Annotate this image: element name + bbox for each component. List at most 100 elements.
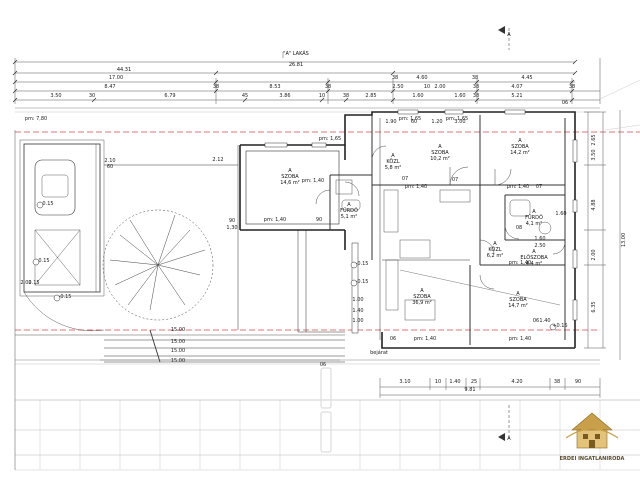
annotation-text: 1,30 [226, 225, 237, 231]
right-dimension-lines [584, 79, 640, 360]
dimension-value: 9.81 [464, 387, 475, 393]
annotation-text: pm: 1,40 [507, 184, 529, 190]
dimension-value: 10 [424, 84, 430, 90]
dimension-value: 3.50 [591, 149, 597, 160]
terrace-lines [104, 145, 345, 363]
room-name: SZOBA [509, 297, 527, 303]
dimension-value: 25 [471, 379, 477, 385]
dimension-value: 1.90 [385, 119, 396, 125]
dimension-value: 1.60 [412, 93, 423, 99]
annotation-text: 06 [320, 362, 326, 368]
annotation-text: 06 [390, 336, 396, 342]
dimension-value: 15.00 [171, 327, 185, 333]
annotation-text: 2.00 [20, 280, 31, 286]
marker-top: A [507, 32, 511, 38]
annotation-text: 1.60 [555, 211, 566, 217]
room-name: FÜRDŐ [340, 207, 358, 214]
dimension-value: 1.40 [449, 379, 460, 385]
room-name: ELŐSZOBA [520, 254, 548, 261]
dimension-value: 2.50 [392, 84, 403, 90]
dimension-value: 30 [89, 93, 95, 99]
room-label: A [532, 209, 536, 215]
tree-symbol [102, 209, 214, 321]
annotation-text: 1.00 [352, 297, 363, 303]
annotation-text: 08 [516, 225, 522, 231]
dimension-value: 38 [392, 75, 398, 81]
dimension-value: 3.86 [279, 93, 290, 99]
dimension-value: 38 [325, 84, 331, 90]
dimension-value: 1.20 [431, 119, 442, 125]
room-name: KÖZL [488, 246, 501, 253]
annotation-text: 1.60 [534, 236, 545, 242]
dimension-value: 3.50 [50, 93, 61, 99]
dimension-value: 1.60 [454, 93, 465, 99]
faded-street-marks [320, 367, 332, 453]
dimension-value: 6.35 [591, 301, 597, 312]
property-boundary [14, 107, 640, 471]
room-label: A [391, 153, 395, 159]
dimension-value: 6.79 [164, 93, 175, 99]
annotation-text: pm: 1,65 [446, 116, 468, 122]
annotation-text: 07 [452, 177, 458, 183]
dimension-value: 2.65 [591, 134, 597, 145]
annotation-text: 1.40 [539, 318, 550, 324]
annotation-text: pm: 1,40 [509, 336, 531, 342]
dimension-value: 60 [411, 119, 417, 125]
room-label: A [518, 138, 522, 144]
house-logo-icon [565, 412, 619, 449]
annotation-text: 60 [107, 164, 113, 170]
annotation-text: -0.15 [59, 294, 72, 300]
dimension-value: 90 [575, 379, 581, 385]
annotation-text: pm: 1,65 [319, 136, 341, 142]
room-label: A [438, 144, 442, 150]
dimension-value: 06 [562, 100, 568, 106]
annotation-text: 90 [316, 217, 322, 223]
dimension-value: 8.53 [269, 84, 280, 90]
annotation-text: 0.15 [38, 258, 49, 264]
room-label: A [516, 291, 520, 297]
marker-bottom: A [507, 436, 511, 442]
annotation-text: 2.15 [28, 280, 39, 286]
annotation-text: 2.50 [534, 243, 545, 249]
window-marks [264, 109, 578, 334]
dimension-value: 5.21 [511, 93, 522, 99]
dimension-value: 38 [473, 93, 479, 99]
annotation-text: 07 [536, 184, 542, 190]
dimension-value: 10 [435, 379, 441, 385]
room-name: SZOBA [281, 174, 299, 180]
annotation-text: pm: 1,65 [399, 116, 421, 122]
street-verticals [39, 400, 601, 470]
room-area: 14,6 m² [280, 180, 300, 186]
room-area: 4,1 m² [526, 221, 542, 227]
grid-marks [100, 269, 561, 361]
annotation-text: pm: 7,80 [25, 116, 47, 122]
room-label: A [493, 241, 497, 247]
header-overall: 44.31 [117, 67, 131, 73]
dimension-value: 2.85 [365, 93, 376, 99]
header-total: 26.81 [289, 62, 303, 68]
room-area: 5,1 m² [341, 214, 357, 220]
top-dimension-ticks [12, 59, 578, 103]
garage [19, 139, 105, 331]
annotation-text: 07 [402, 176, 408, 182]
annotation-text: pm: 1,40 [405, 184, 427, 190]
dimension-value: 8.47 [104, 84, 115, 90]
dimension-value: 38 [343, 93, 349, 99]
dimension-value: 38 [213, 84, 219, 90]
dimension-value: 38 [472, 75, 478, 81]
annotation-text: bejárat [370, 349, 388, 356]
room-area: 14,7 m² [508, 303, 528, 309]
annotation-text: pm: 1,40 [509, 260, 531, 266]
dimension-value: 15.00 [171, 358, 185, 364]
door-swings [315, 145, 566, 290]
